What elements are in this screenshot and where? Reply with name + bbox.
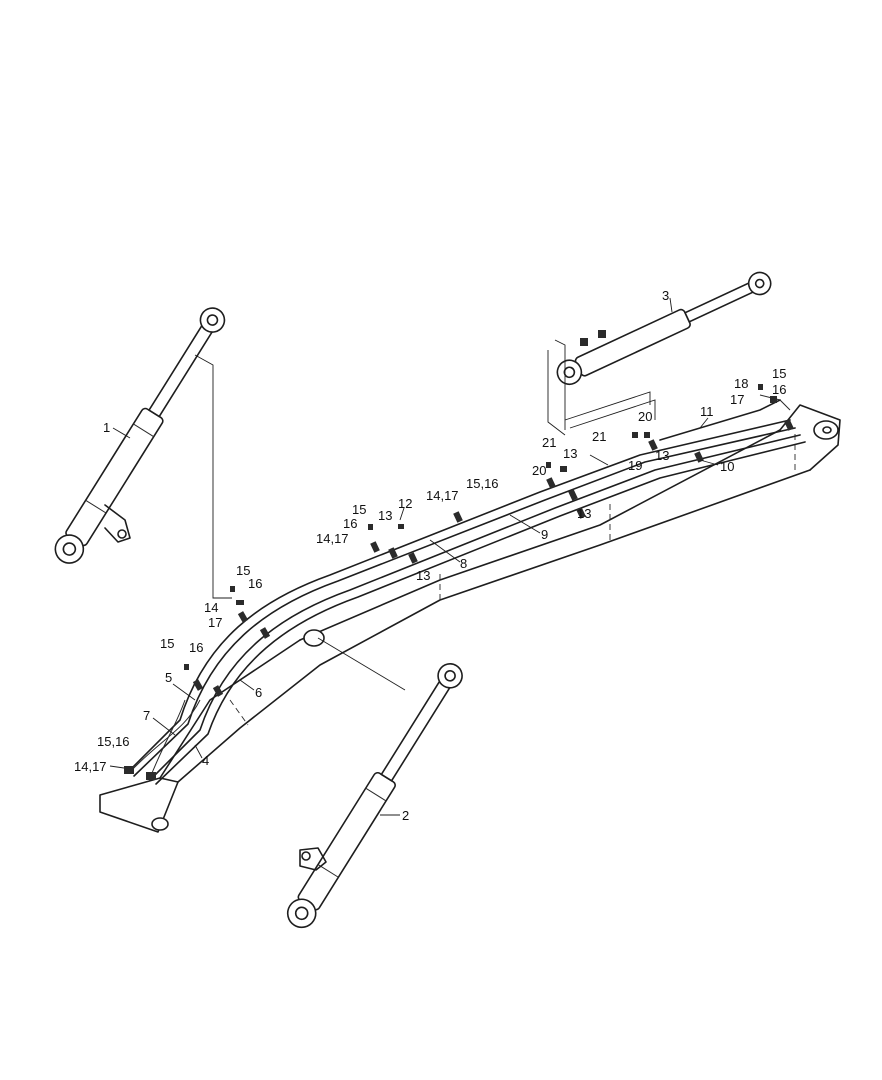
callout-7: 7	[143, 708, 150, 723]
callout-11: 11	[700, 404, 714, 419]
callout-labels: 1 2 3 4 5 6 7 8 9 10 11 12 13 13 13 13 1…	[74, 288, 786, 823]
boom-outline	[99, 404, 841, 833]
callout-15-16-a: 15,16	[466, 476, 499, 491]
boom-cylinder-1	[54, 307, 226, 564]
connection-lines	[194, 339, 656, 691]
cylinder-3-fittings	[580, 330, 606, 346]
callout-1: 1	[103, 420, 110, 435]
callout-6: 6	[255, 685, 262, 700]
callout-15-d: 15	[772, 366, 786, 381]
callout-21-a: 21	[542, 435, 556, 450]
callout-14-17-b: 14,17	[426, 488, 459, 503]
callout-13-c: 13	[563, 446, 577, 461]
callout-15-c: 15	[352, 502, 366, 517]
callout-16-c: 16	[343, 516, 357, 531]
callout-15-16-b: 15,16	[97, 734, 130, 749]
hydraulic-pipes	[124, 394, 806, 785]
callout-19: 19	[628, 458, 642, 473]
callout-8: 8	[460, 556, 467, 571]
callout-17-a: 17	[208, 615, 222, 630]
arm-cylinder-3	[556, 271, 772, 386]
callout-20-b: 20	[532, 463, 546, 478]
callout-15-b: 15	[160, 636, 174, 651]
callout-14-17-a: 14,17	[316, 531, 349, 546]
callout-13-a: 13	[378, 508, 392, 523]
callout-20-a: 20	[638, 409, 652, 424]
callout-4: 4	[202, 753, 209, 768]
callout-9: 9	[541, 527, 548, 542]
boom-cylinder-2	[286, 663, 463, 929]
callout-16-d: 16	[772, 382, 786, 397]
callout-5: 5	[165, 670, 172, 685]
callout-3: 3	[662, 288, 669, 303]
callout-2: 2	[402, 808, 409, 823]
cylinder-2-bracket	[299, 847, 327, 871]
callout-13-d: 13	[577, 506, 591, 521]
callout-13-b: 13	[416, 568, 430, 583]
callout-10: 10	[720, 459, 734, 474]
callout-17-b: 17	[730, 392, 744, 407]
cylinder-1-bracket	[104, 504, 131, 543]
callout-16-a: 16	[248, 576, 262, 591]
callout-16-b: 16	[189, 640, 203, 655]
callout-21-b: 21	[592, 429, 606, 444]
callout-14: 14	[204, 600, 218, 615]
callout-14-17-c: 14,17	[74, 759, 107, 774]
callout-18: 18	[734, 376, 748, 391]
callout-leaders	[109, 297, 719, 816]
callout-13-e: 13	[655, 448, 669, 463]
fittings	[184, 384, 763, 670]
callout-15-a: 15	[236, 563, 250, 578]
callout-12: 12	[398, 496, 412, 511]
